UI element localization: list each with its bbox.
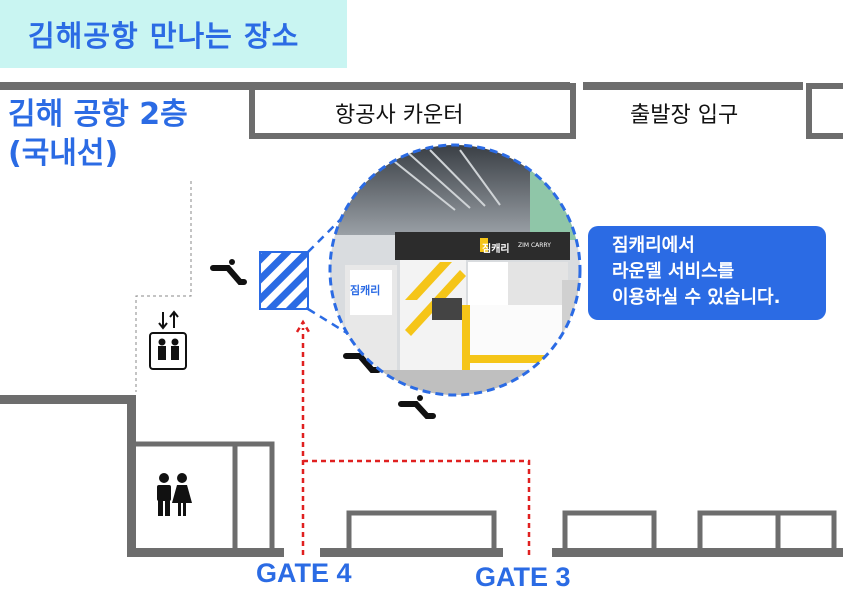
gate-counters <box>346 510 837 550</box>
photo-frame <box>328 143 582 397</box>
escalator-icon <box>210 265 247 285</box>
gate-4-label: GATE 4 <box>256 558 352 588</box>
info-callout <box>588 226 826 320</box>
store-sign-en: ZIM CARRY <box>518 242 551 249</box>
departure-side-box <box>806 83 843 139</box>
escalator-icon <box>343 353 381 373</box>
floor-label-line1: 김해 공항 2층 <box>8 97 188 132</box>
store-photo <box>330 145 580 395</box>
bottom-wall-left <box>127 548 284 557</box>
callout-line1: 짐캐리에서 <box>612 235 695 256</box>
bottom-wall-right <box>552 548 843 557</box>
gate-3-label: GATE 3 <box>475 562 571 592</box>
restroom-icon <box>157 473 192 516</box>
left-store-sign: 짐캐리 <box>350 284 381 297</box>
page-title: 김해공항 만나는 장소 <box>28 19 300 53</box>
info-callout-text: 짐캐리에서 라운델 서비스를 이용하실 수 있습니다. <box>612 233 780 311</box>
airline-counter-label: 항공사 카운터 <box>335 103 464 128</box>
callout-line3: 이용하실 수 있습니다. <box>612 287 781 308</box>
title-banner: 김해공항 만나는 장소 <box>0 0 347 68</box>
floor-label-line2: (국내선) <box>8 136 119 171</box>
callout-line2: 라운델 서비스를 <box>612 261 735 282</box>
elevator-icon <box>149 310 187 370</box>
meeting-point-marker <box>259 251 309 310</box>
departure-entrance-label: 출발장 입구 <box>630 103 739 128</box>
route-path <box>295 319 531 555</box>
top-wall-right <box>583 82 803 90</box>
elevator-shaft-outline <box>135 181 192 392</box>
floor-label: 김해 공항 2층 (국내선) <box>8 95 188 173</box>
escalator-icon <box>417 395 423 401</box>
restroom-block <box>136 441 275 550</box>
restroom-outer-wall <box>127 395 136 557</box>
store-sign: 짐캐리 <box>482 244 510 255</box>
bottom-wall-mid <box>320 548 503 557</box>
airline-counter-box <box>249 83 576 139</box>
escalator-icon <box>398 401 436 419</box>
escalator-icon <box>229 259 235 265</box>
left-lower-wall <box>0 395 136 404</box>
